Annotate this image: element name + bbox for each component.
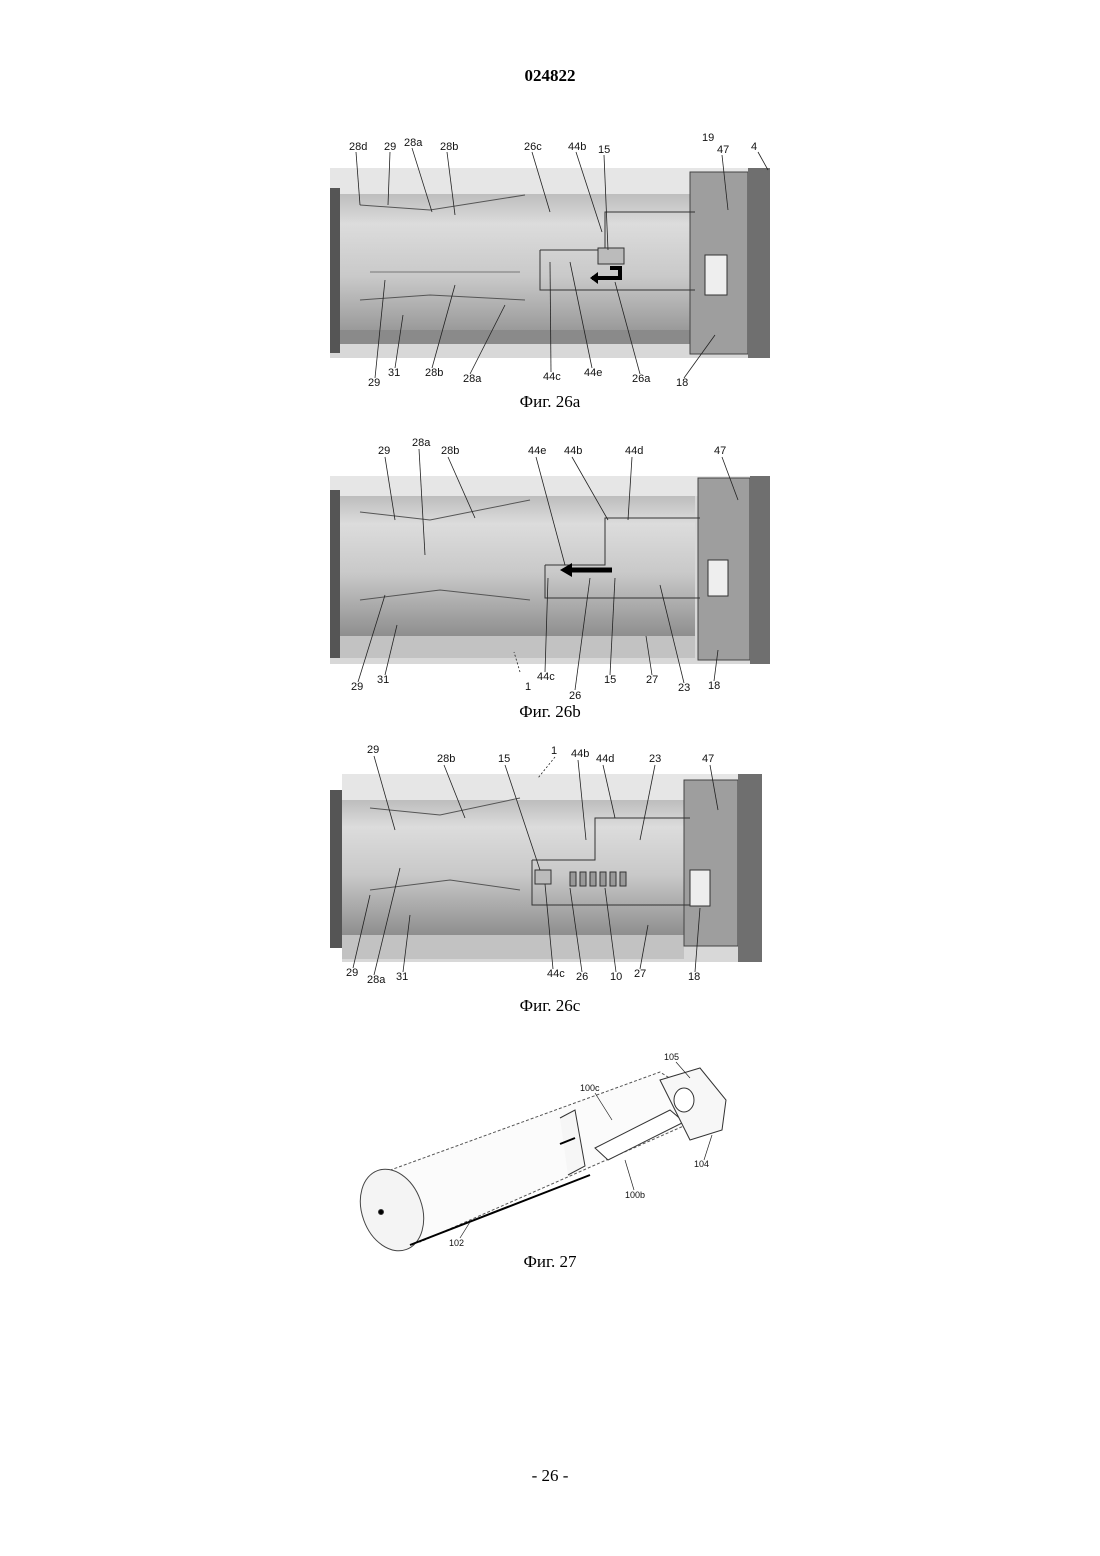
fig26a-label: 28a [404, 137, 423, 149]
fig26b-label: 27 [646, 674, 658, 686]
fig26c-drawing [330, 774, 762, 962]
fig26a-label: 44c [543, 371, 561, 383]
fig26b-label: 44c [537, 671, 555, 683]
fig26a-label: 26a [632, 373, 651, 385]
fig26c-labels: 29 28b 15 1 44b 44d 23 47 29 28a 31 44c … [346, 744, 714, 986]
fig26b-leader-lines [358, 449, 738, 690]
fig27-label: 102 [449, 1238, 464, 1248]
fig27-label: 100c [580, 1083, 600, 1093]
fig26a-label: 28b [440, 141, 458, 153]
fig26c-label: 18 [688, 971, 700, 983]
fig26a-leader-lines [356, 148, 768, 378]
fig26c-leader-lines [353, 756, 718, 975]
figure-caption-26b: Фиг. 26b [0, 702, 1100, 722]
fig27-label: 104 [694, 1159, 709, 1169]
fig26a-drawing [330, 168, 770, 358]
fig27-drawing [349, 1068, 726, 1260]
fig26c-label: 10 [610, 971, 622, 983]
fig26a-label: 4 [751, 141, 757, 153]
fig26c-label: 26 [576, 971, 588, 983]
fig26c-label: 23 [649, 753, 661, 765]
fig26c-label: 31 [396, 971, 408, 983]
fig26b-label: 29 [378, 445, 390, 457]
fig26a-label: 19 [702, 132, 714, 144]
fig26a-label: 47 [717, 144, 729, 156]
fig26b-label: 23 [678, 682, 690, 694]
fig26a-label: 26c [524, 141, 542, 153]
fig26b-label: 31 [377, 674, 389, 686]
fig26c-label: 1 [551, 745, 557, 757]
fig26a-label: 44b [568, 141, 586, 153]
fig27-labels: 105 100c 104 100b 102 [449, 1052, 709, 1248]
fig26a-label: 28d [349, 141, 367, 153]
fig26c-label: 29 [367, 744, 379, 756]
fig26c-label: 27 [634, 968, 646, 980]
fig26b-label: 28a [412, 437, 431, 449]
page-number: - 26 - [0, 1466, 1100, 1486]
fig27-label: 105 [664, 1052, 679, 1062]
fig26c-label: 15 [498, 753, 510, 765]
fig26b-label: 28b [441, 445, 459, 457]
figure-caption-27: Фиг. 27 [0, 1252, 1100, 1272]
fig26c-label: 44c [547, 968, 565, 980]
fig26b-label: 18 [708, 680, 720, 692]
figure-caption-26c: Фиг. 26c [0, 996, 1100, 1016]
fig26b-label: 1 [525, 681, 531, 693]
fig26a-label: 29 [384, 141, 396, 153]
fig26a-labels: 28d 29 28a 28b 26c 44b 15 19 47 4 29 31 … [349, 132, 757, 389]
document-number: 024822 [0, 66, 1100, 86]
fig26c-label: 29 [346, 967, 358, 979]
fig27-label: 100b [625, 1190, 645, 1200]
fig26a-label: 31 [388, 367, 400, 379]
fig26b-drawing [330, 476, 770, 664]
fig26c-label: 44d [596, 753, 614, 765]
fig26a-label: 28b [425, 367, 443, 379]
fig26b-labels: 29 28a 28b 44e 44b 44d 47 29 31 1 44c 26… [351, 437, 726, 702]
fig26a-label: 15 [598, 144, 610, 156]
fig26b-label: 47 [714, 445, 726, 457]
fig26b-label: 15 [604, 674, 616, 686]
fig26c-label: 28b [437, 753, 455, 765]
figure-caption-26a: Фиг. 26a [0, 392, 1100, 412]
fig26b-label: 29 [351, 681, 363, 693]
fig26c-label: 28a [367, 974, 386, 986]
fig26a-label: 44e [584, 367, 602, 379]
fig26b-label: 44e [528, 445, 546, 457]
fig26a-label: 28a [463, 373, 482, 385]
fig26b-label: 44b [564, 445, 582, 457]
fig26c-label: 44b [571, 748, 589, 760]
fig26c-label: 47 [702, 753, 714, 765]
fig26b-label: 26 [569, 690, 581, 702]
fig26b-label: 44d [625, 445, 643, 457]
fig26a-label: 18 [676, 377, 688, 389]
fig27-leader-lines [460, 1062, 712, 1238]
fig26a-label: 29 [368, 377, 380, 389]
